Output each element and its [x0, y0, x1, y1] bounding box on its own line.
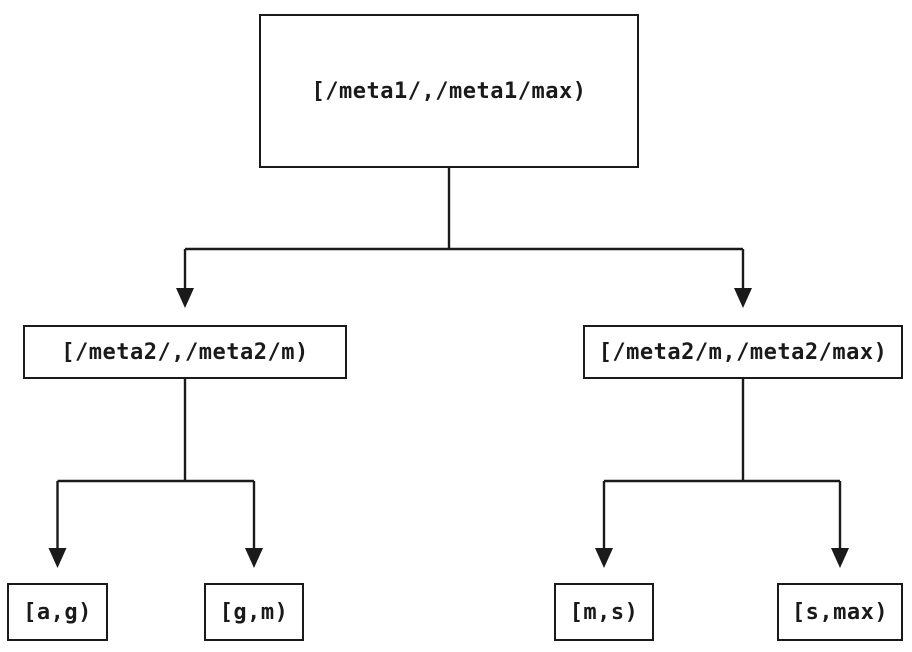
arrowhead-right [734, 288, 752, 308]
arrowhead-ms [595, 548, 613, 568]
edge-right-smax [831, 481, 849, 568]
arrowhead-smax [831, 548, 849, 568]
node-range-smax: [s,max) [777, 583, 903, 641]
arrowhead-gm [245, 548, 263, 568]
node-meta2-lower: [/meta2/,/meta2/m) [23, 325, 347, 379]
edge-right-children [604, 379, 840, 483]
arrowhead-ag [48, 548, 67, 568]
edge-left-ag [48, 481, 67, 568]
node-range-ms: [m,s) [554, 583, 654, 641]
node-range-ag: [a,g) [7, 583, 108, 641]
node-root: [/meta1/,/meta1/max) [259, 14, 639, 168]
edge-root-right [734, 249, 752, 308]
arrowhead-left [176, 288, 194, 308]
node-meta2-upper: [/meta2/m,/meta2/max) [583, 325, 903, 379]
edge-left-children [57, 379, 254, 483]
edge-root-left [176, 249, 194, 308]
edge-left-gm [245, 481, 263, 568]
edge-root-children [185, 168, 743, 251]
node-range-gm: [g,m) [204, 583, 304, 641]
edge-right-ms [595, 481, 613, 568]
